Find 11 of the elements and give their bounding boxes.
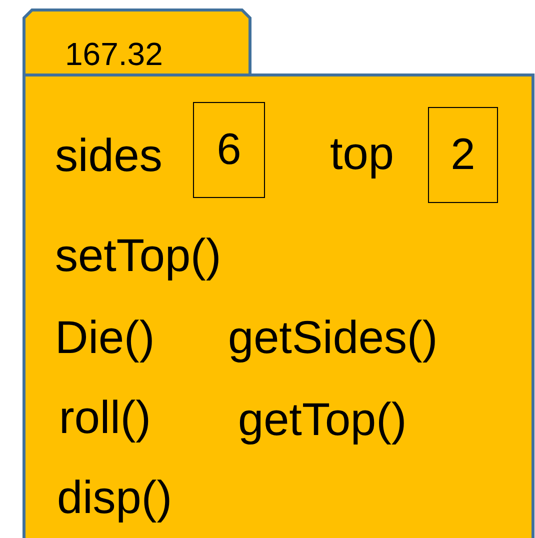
method-name: Die()	[55, 314, 155, 360]
method-name: setTop()	[55, 232, 222, 278]
method-name: getSides()	[228, 314, 438, 360]
value-box: 2	[428, 107, 498, 203]
field-name: sides	[55, 132, 162, 178]
method-name: disp()	[57, 474, 172, 520]
field-name: top	[330, 130, 394, 176]
method-name: getTop()	[238, 396, 407, 442]
object-address: 167.32	[65, 38, 163, 70]
value-box: 6	[193, 102, 265, 198]
method-name: roll()	[59, 394, 151, 440]
